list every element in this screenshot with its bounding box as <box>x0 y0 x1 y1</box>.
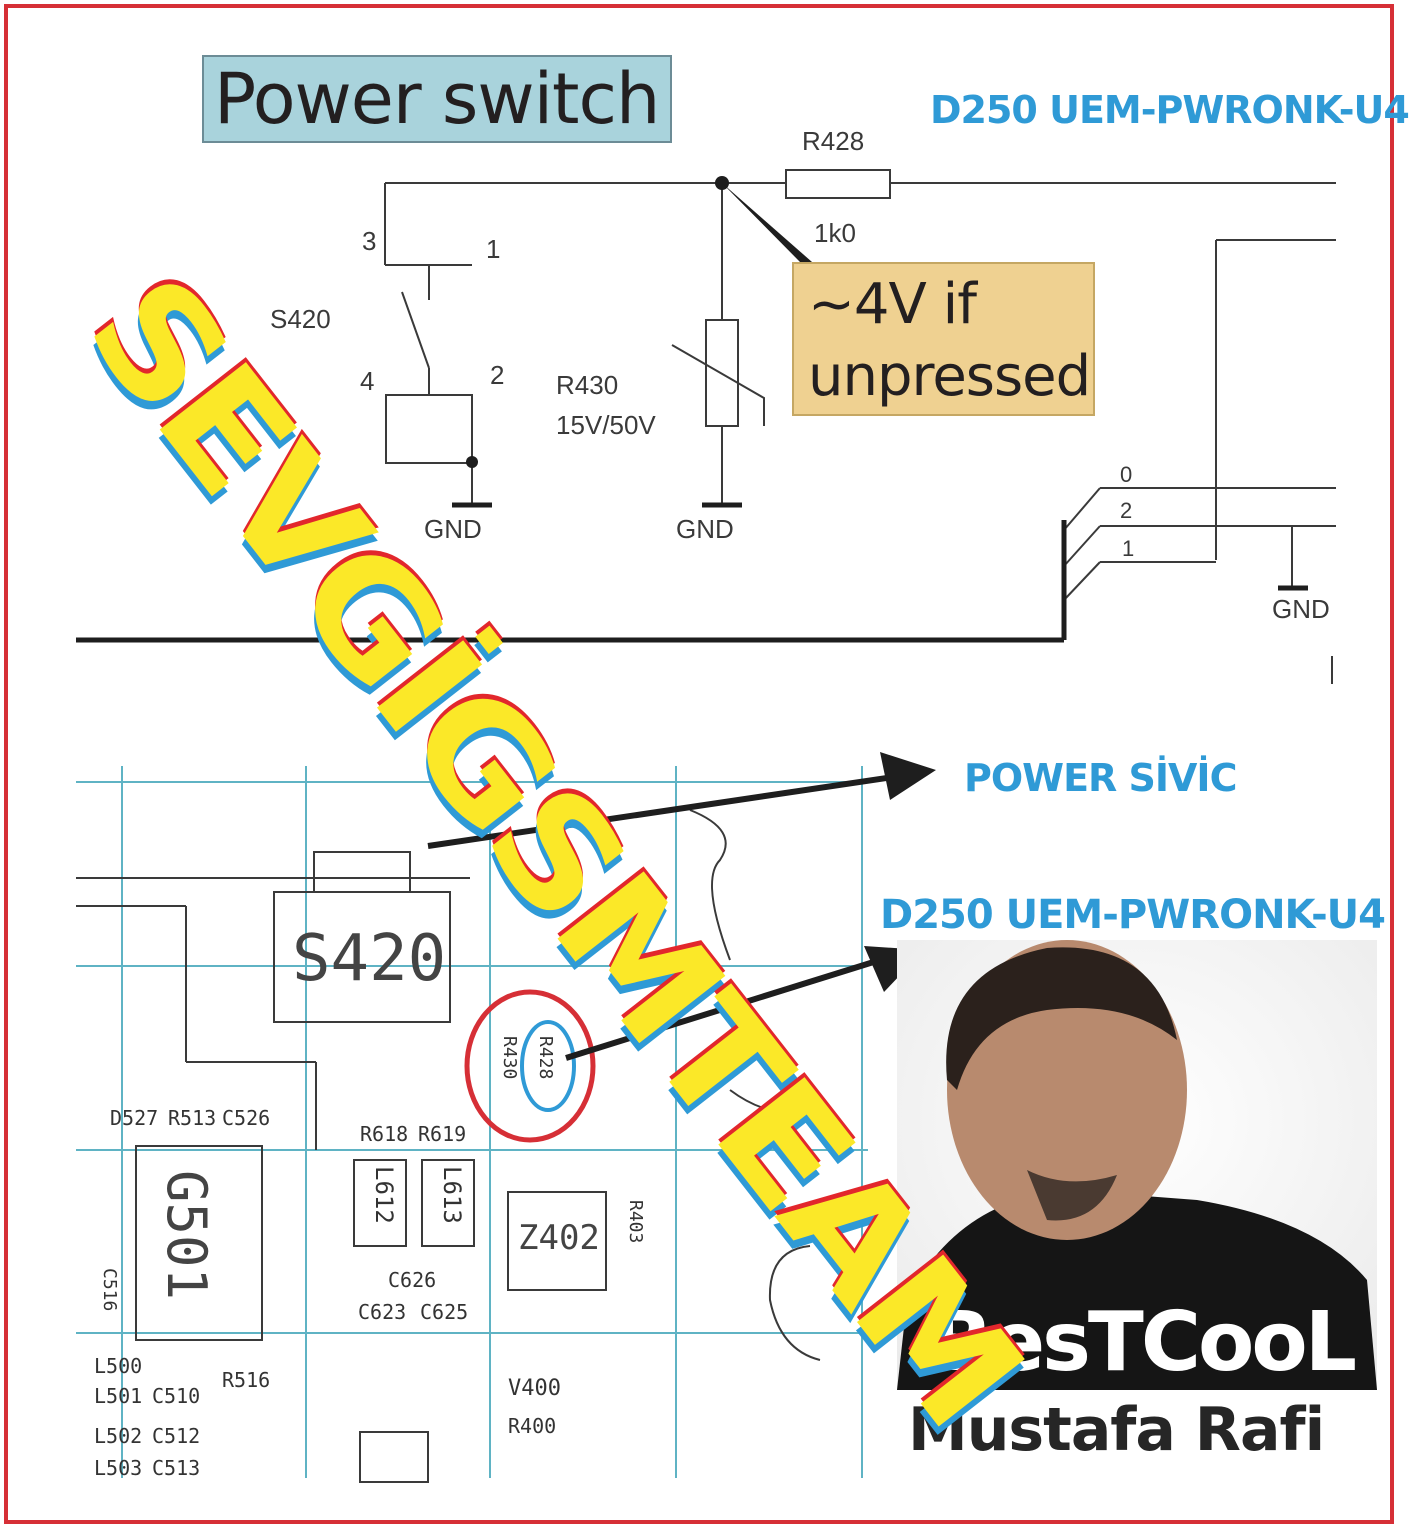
gnd-label-switch: GND <box>424 514 482 544</box>
d527-ref: D527 <box>110 1106 159 1130</box>
junction-node-switch <box>466 456 478 468</box>
pin-2-label: 2 <box>490 360 505 390</box>
c512-ref: C512 <box>152 1424 201 1448</box>
c626-ref: C626 <box>388 1268 437 1292</box>
pin-4-label: 4 <box>360 366 375 396</box>
varistor-ref-label: R430 <box>556 370 619 400</box>
author-name: Mustafa Rafi <box>908 1395 1325 1465</box>
conn-pin-2-label: 2 <box>1120 498 1133 523</box>
z402-ref: Z402 <box>518 1218 600 1258</box>
pwronk-board-label: D250 UEM-PWRONK-U4 <box>880 892 1386 938</box>
c623-ref: C623 <box>358 1300 407 1324</box>
c526-ref: C526 <box>222 1106 271 1130</box>
pin-1-label: 1 <box>486 234 501 264</box>
l612-footprint <box>353 1159 407 1247</box>
r618-ref: R618 <box>360 1122 409 1146</box>
l613-footprint <box>421 1159 475 1247</box>
power-sivic-label: POWER SİVİC <box>964 756 1237 800</box>
red-border-frame <box>4 4 1394 1524</box>
l503-ref: L503 <box>94 1456 143 1480</box>
conn-wire-0 <box>1063 487 1101 531</box>
note-pointer <box>722 183 812 262</box>
diagram-title: Power switch <box>214 58 660 140</box>
z402-footprint <box>507 1191 607 1291</box>
resistor-ref-label: R428 <box>802 126 865 156</box>
conn-wire-2 <box>1063 525 1101 567</box>
nickname: BesTCooL <box>930 1295 1357 1390</box>
arrowhead-power-sivic <box>880 752 936 800</box>
switch-ref-label: S420 <box>270 304 331 334</box>
conn-pin-0-label: 0 <box>1120 462 1133 487</box>
r400-ref: R400 <box>508 1414 557 1438</box>
g501-footprint <box>135 1145 263 1341</box>
v400-ref: V400 <box>508 1376 561 1401</box>
r619-ref: R619 <box>418 1122 467 1146</box>
voltage-note-box <box>792 262 1095 416</box>
voltage-note-line2: unpressed <box>808 344 1091 409</box>
voltage-note-line1: ~4V if <box>808 272 977 337</box>
gnd-label-varistor: GND <box>676 514 734 544</box>
r516-ref: R516 <box>222 1368 271 1392</box>
top-signal-label: D250 UEM-PWRONK-U4 <box>930 88 1409 132</box>
arrow-pwronk <box>565 957 881 1061</box>
r513-ref: R513 <box>168 1106 217 1130</box>
c513-ref: C513 <box>152 1456 201 1480</box>
resistor-r428 <box>785 169 891 199</box>
r430-highlight <box>464 989 596 1143</box>
c625-ref: C625 <box>420 1300 469 1324</box>
l502-ref: L502 <box>94 1424 143 1448</box>
author-photo <box>897 940 1377 1390</box>
s420-ref: S420 <box>292 922 447 996</box>
gnd-label-connector: GND <box>1272 594 1330 624</box>
l501-ref: L501 <box>94 1384 143 1408</box>
arrow-power-sivic <box>427 773 901 849</box>
title-box <box>202 55 672 143</box>
conn-pin-1-label: 1 <box>1122 536 1135 561</box>
l500-ref: L500 <box>94 1354 143 1378</box>
conn-wire-1 <box>1063 561 1101 601</box>
varistor-slash <box>671 344 765 426</box>
resistor-value-label: 1k0 <box>814 218 856 248</box>
varistor-value-label: 15V/50V <box>556 410 656 440</box>
pin-3-label: 3 <box>362 226 377 256</box>
switch-lever <box>401 291 430 369</box>
r428-highlight <box>520 1020 576 1112</box>
c510-ref: C510 <box>152 1384 201 1408</box>
c-footprint <box>359 1431 429 1483</box>
watermark-text: SEVGİGSMTEAM <box>54 244 1055 1456</box>
